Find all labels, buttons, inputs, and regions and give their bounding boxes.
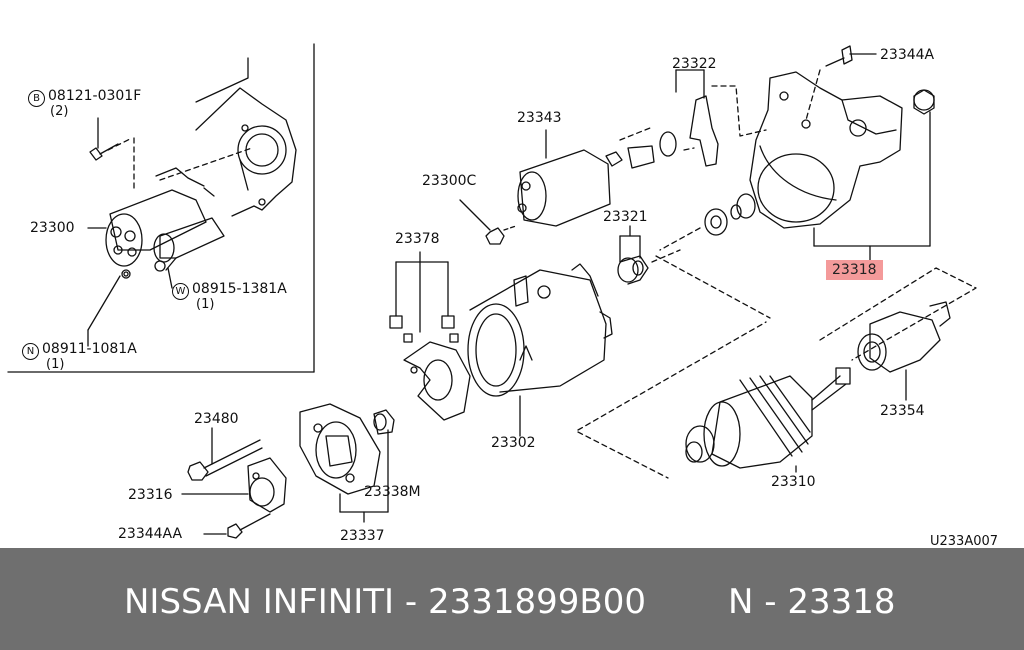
nut-qty: (1) (46, 357, 65, 372)
starter-assy-label: 23300 (30, 220, 75, 236)
label-23343: 23343 (517, 110, 562, 126)
label-23300C: 23300C (422, 173, 477, 189)
label-23310: 23310 (771, 474, 816, 490)
label-23302: 23302 (491, 435, 536, 451)
part-23354-pinion (819, 267, 977, 401)
label-23338M: 23338M (364, 484, 421, 500)
bearing-and-rings (659, 193, 756, 251)
inset-frame (7, 43, 315, 373)
label-23354: 23354 (880, 403, 925, 419)
footer-part-number: NISSAN INFINITI - 2331899B00 (124, 582, 646, 622)
part-23344A-screw (805, 45, 877, 121)
label-23344A: 23344A (880, 47, 935, 63)
part-23302-yoke (467, 263, 613, 437)
label-23480: 23480 (194, 411, 239, 427)
bolt-callout-badge: B (28, 90, 45, 107)
part-23321-grommet (617, 225, 681, 285)
bolt-qty: (2) (50, 104, 69, 119)
bolt-part-number: 08121-0301F (48, 88, 142, 104)
nut-callout-badge: N (22, 343, 39, 360)
part-23480-through-bolt (187, 427, 263, 481)
part-23318-housing (749, 71, 935, 263)
label-23321: 23321 (603, 209, 648, 225)
label-23318-highlighted: 23318 (826, 260, 883, 280)
footer-banner: NISSAN INFINITI - 2331899B00 N - 23318 (0, 548, 1024, 650)
label-23322: 23322 (672, 56, 717, 72)
part-23337-rear-cover (299, 403, 395, 523)
nut-part-number: 08911-1081A (42, 341, 137, 357)
label-23316: 23316 (128, 487, 173, 503)
part-23322-lever (675, 69, 767, 167)
label-23378: 23378 (395, 231, 440, 247)
drawing-code: U233A007 (930, 534, 999, 549)
part-23378-brushes (389, 251, 459, 343)
inset-leader-lines (87, 227, 173, 347)
engine-block-outline (195, 57, 297, 217)
part-23344AA-screw (203, 513, 271, 539)
inset-starter-motor (105, 167, 225, 279)
brush-holder-plate (403, 341, 471, 421)
label-23344AA: 23344AA (118, 526, 183, 542)
highlighted-part-number: 23318 (826, 260, 883, 280)
part-23310-armature (577, 255, 851, 479)
inset-bolt (89, 117, 253, 189)
part-23316-cover (181, 457, 287, 513)
washer-callout-badge: W (172, 283, 189, 300)
part-23300C-nut (459, 199, 517, 245)
footer-reference: N - 23318 (728, 582, 896, 622)
exploded-parts-diagram (7, 43, 977, 539)
part-23343-solenoid (517, 127, 695, 227)
washer-part-number: 08915-1381A (192, 281, 287, 297)
washer-qty: (1) (196, 297, 215, 312)
label-23337: 23337 (340, 528, 385, 544)
